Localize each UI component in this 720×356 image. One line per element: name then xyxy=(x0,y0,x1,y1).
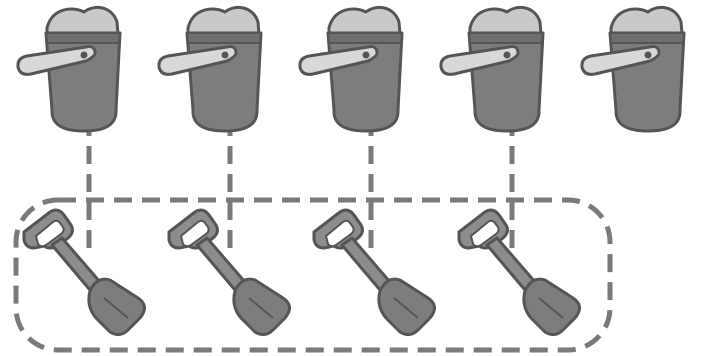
shovel-icon xyxy=(459,210,580,334)
sand-bucket-icon xyxy=(300,7,402,131)
shovel-icon xyxy=(24,210,145,334)
sand-bucket-icon xyxy=(18,7,120,131)
connector-lines xyxy=(89,118,512,248)
sand-bucket-icon xyxy=(582,7,684,131)
buckets-row xyxy=(18,7,684,131)
sand-bucket-icon xyxy=(441,7,543,131)
shovel-icon xyxy=(169,210,290,334)
sand-bucket-icon xyxy=(159,7,261,131)
shovels-row xyxy=(24,210,580,334)
shovel-icon xyxy=(314,210,435,334)
